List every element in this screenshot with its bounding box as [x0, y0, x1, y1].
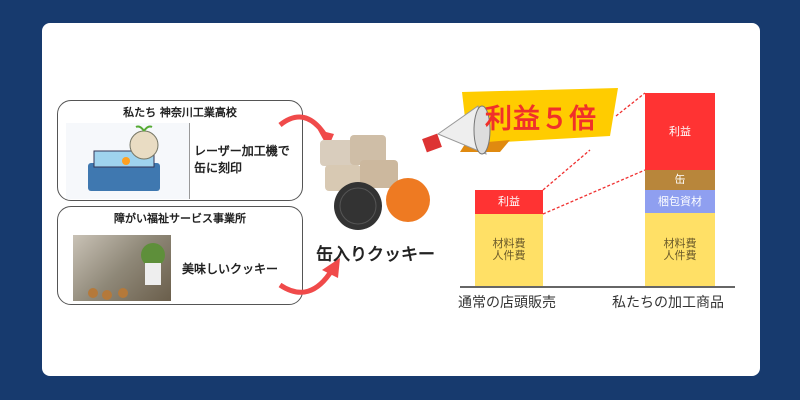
- bar1-label: 通常の店頭販売: [458, 295, 556, 311]
- banner: [422, 88, 618, 155]
- school-text-line1: レーザー加工機で: [194, 144, 290, 158]
- bar1-profit: 利益: [475, 190, 543, 214]
- bar2-packaging: 梱包資材: [645, 190, 715, 213]
- bar2-can: 缶: [645, 170, 715, 190]
- banner-text: 利益５倍: [485, 104, 597, 135]
- laser-machine-illustration: [66, 123, 190, 199]
- school-text-line2: 缶に刻印: [194, 161, 243, 175]
- bar1-cost: 材料費人件費: [475, 214, 543, 286]
- product-label: 缶入りクッキー: [316, 245, 435, 265]
- baking-photo: [73, 235, 171, 301]
- bar2-label: 私たちの加工商品: [612, 295, 724, 311]
- arrow-bottom-icon: [278, 268, 335, 295]
- megaphone-icon: [422, 105, 491, 155]
- cookie-can-photo: [310, 130, 440, 230]
- welfare-text: 美味しいクッキー: [182, 262, 279, 276]
- welfare-box: 障がい福祉サービス事業所 美味しいクッキー: [57, 206, 303, 305]
- arrows: [278, 114, 340, 295]
- welfare-title: 障がい福祉サービス事業所: [114, 212, 246, 225]
- school-box: 私たち 神奈川工業高校 レーザー加工機で 缶に刻印: [57, 100, 303, 201]
- school-title: 私たち 神奈川工業高校: [123, 106, 237, 119]
- bar2-cost: 材料費人件費: [645, 213, 715, 286]
- arrow-top-icon: [278, 114, 328, 137]
- bar2-profit: 利益: [645, 93, 715, 170]
